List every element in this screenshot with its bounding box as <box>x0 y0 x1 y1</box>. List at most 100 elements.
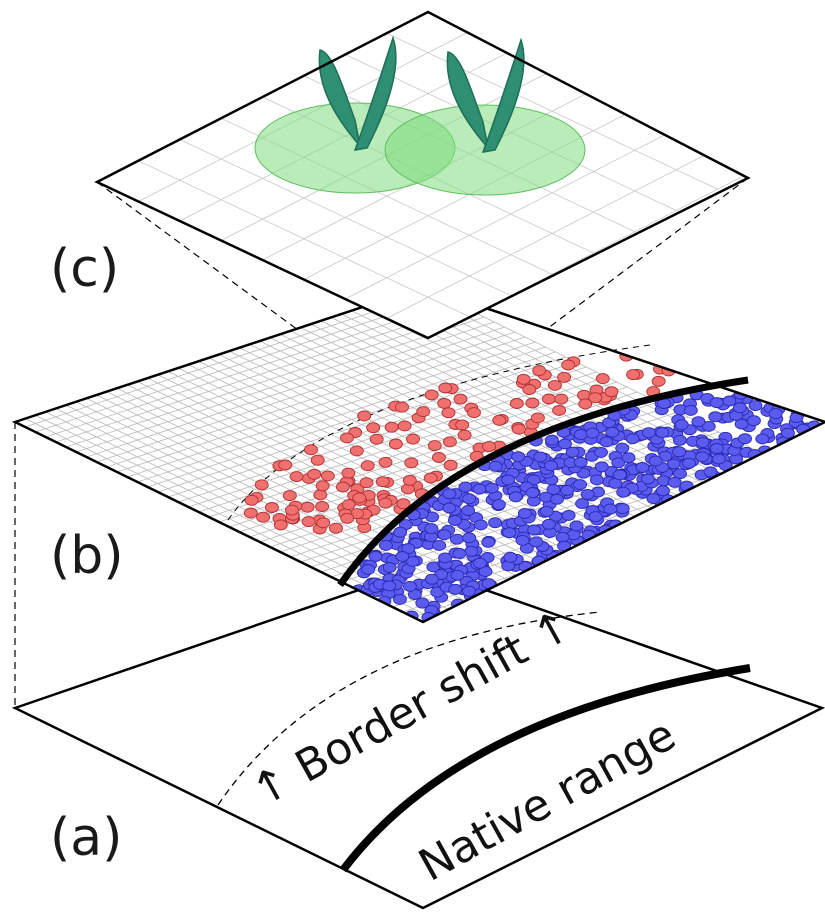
invading-individual <box>388 438 403 450</box>
native-individual <box>722 395 737 407</box>
invading-individual <box>397 420 412 432</box>
native-individual <box>502 527 517 539</box>
native-individual <box>561 509 576 521</box>
panel-c-outline <box>94 10 751 340</box>
native-individual <box>461 505 476 516</box>
grid-line <box>345 128 677 300</box>
native-individual <box>732 402 747 414</box>
native-individual <box>415 597 430 609</box>
invading-individual <box>530 412 545 424</box>
invading-individual <box>511 423 526 435</box>
native-individual <box>452 548 467 559</box>
native-individual <box>424 573 439 585</box>
invading-individual <box>375 476 390 488</box>
native-individual <box>573 429 588 441</box>
native-individual <box>464 545 479 557</box>
invading-individual <box>402 474 417 486</box>
invading-individual <box>395 401 409 413</box>
invading-individual <box>301 516 316 528</box>
native-individual <box>611 457 626 469</box>
native-individual <box>738 433 752 445</box>
native-individual <box>709 442 724 454</box>
native-individual <box>588 511 603 523</box>
invading-individual <box>320 470 335 482</box>
native-individual <box>382 562 397 573</box>
invading-individual <box>416 406 431 418</box>
grid-line <box>386 148 718 319</box>
native-individual <box>533 451 548 463</box>
invading-individual <box>554 393 569 405</box>
invading-individual <box>404 457 419 469</box>
leaf-left <box>318 49 362 149</box>
native-individual <box>526 474 541 486</box>
native-individual <box>768 408 783 420</box>
invading-individual <box>578 398 593 410</box>
native-individual <box>655 427 670 439</box>
invading-individual <box>304 444 318 456</box>
native-individual <box>503 551 518 563</box>
native-individual <box>395 551 410 562</box>
invading-individual <box>604 386 619 398</box>
native-individual <box>696 436 710 448</box>
invading-individual <box>284 504 299 516</box>
native-individual <box>691 416 706 428</box>
invading-individual <box>482 441 497 453</box>
native-individual <box>402 580 417 592</box>
native-individual <box>603 503 618 515</box>
native-individual <box>515 534 530 546</box>
invading-individual <box>315 501 330 512</box>
panel-label-a: (a) <box>50 808 122 868</box>
native-individual <box>573 456 588 468</box>
native-individual <box>585 427 600 439</box>
invading-individual <box>557 371 572 383</box>
native-individual <box>438 552 453 564</box>
invading-individual <box>352 492 367 504</box>
native-individual <box>472 483 487 495</box>
native-individual <box>648 455 663 467</box>
invading-individual <box>340 512 355 524</box>
invading-individual <box>378 497 393 509</box>
native-individual <box>605 426 620 438</box>
invading-individual <box>525 397 540 409</box>
invading-individual <box>273 519 288 531</box>
native-individual <box>539 505 554 517</box>
native-individual <box>575 498 590 510</box>
native-individual <box>484 482 499 494</box>
invading-individual <box>443 459 458 471</box>
invading-individual <box>626 369 641 381</box>
native-individual <box>734 418 749 430</box>
native-individual <box>746 415 761 427</box>
native-individual <box>569 520 584 532</box>
native-individual <box>599 436 614 448</box>
invading-individual <box>561 359 576 371</box>
invading-individual <box>282 490 297 502</box>
grid-line <box>300 426 709 563</box>
native-individual <box>442 502 457 514</box>
invading-individual <box>357 410 372 422</box>
native-individual <box>442 488 457 500</box>
native-individual <box>708 411 723 423</box>
invading-individual <box>264 502 279 513</box>
invading-individual <box>289 471 304 483</box>
invading-individual <box>423 472 438 484</box>
native-individual <box>558 438 572 450</box>
native-individual <box>472 557 487 569</box>
native-individual <box>550 493 564 505</box>
grid-line <box>239 347 648 549</box>
invading-individual <box>457 429 472 441</box>
native-individual <box>594 461 609 473</box>
native-individual <box>701 420 716 432</box>
invading-individual <box>254 479 269 491</box>
native-individual <box>361 564 376 575</box>
native-individual <box>517 508 532 519</box>
invading-individual <box>335 481 350 493</box>
native-individual <box>546 484 561 495</box>
native-individual <box>458 481 473 493</box>
invading-individual <box>341 499 356 511</box>
native-individual <box>695 451 710 463</box>
invading-individual <box>522 384 537 395</box>
native-individual <box>405 555 420 567</box>
native-individual <box>589 474 604 486</box>
native-individual <box>488 460 503 472</box>
native-range-border <box>339 664 751 873</box>
